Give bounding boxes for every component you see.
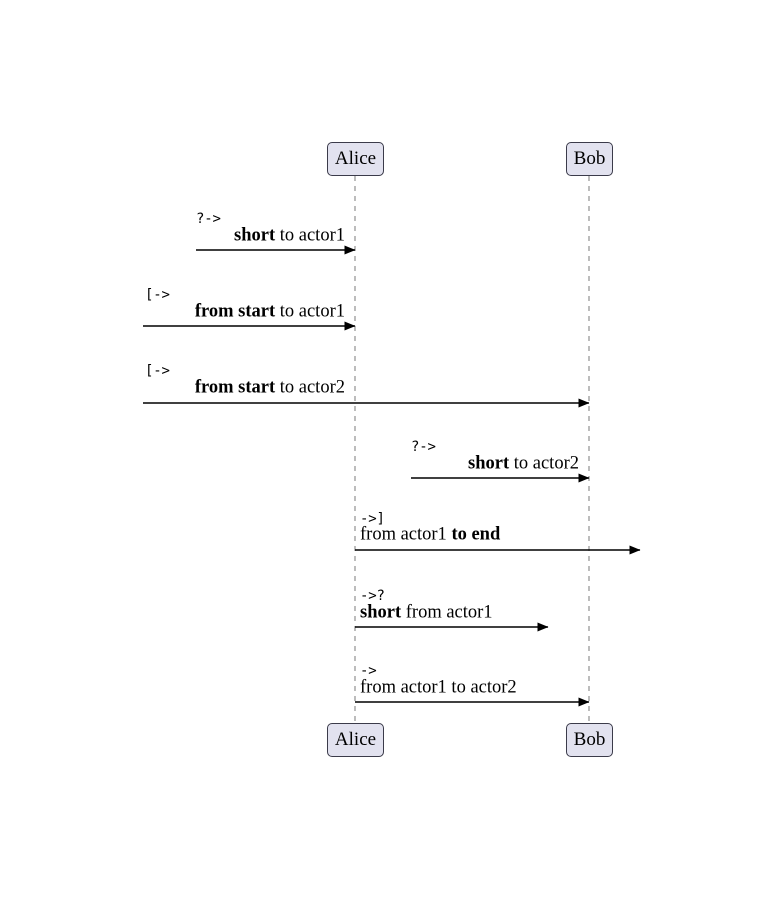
actor-foot-alice-label: Alice [334, 728, 377, 750]
actor-foot-bob[interactable]: Bob [566, 723, 613, 757]
message-label-3: short to actor2 [468, 453, 579, 474]
message-label-3-part-0: short [468, 453, 510, 474]
message-label-4-part-0: from actor1 [360, 524, 452, 545]
actor-head-alice[interactable]: Alice [327, 142, 384, 176]
message-label-0-part-1: to actor1 [275, 225, 345, 246]
message-label-5-part-1: from actor1 [401, 602, 493, 623]
message-arrowtag-4: ->] [360, 511, 385, 527]
message-arrowtag-5: ->? [360, 588, 385, 604]
actor-foot-alice[interactable]: Alice [327, 723, 384, 757]
message-label-1-part-1: to actor1 [275, 301, 345, 322]
message-label-5: short from actor1 [360, 602, 493, 623]
message-label-2: from start to actor2 [194, 377, 345, 398]
message-arrowtag-0: ?-> [196, 211, 221, 227]
message-arrows-group [143, 245, 641, 707]
message-label-4: from actor1 to end [360, 524, 501, 545]
message-label-1-part-0: from start [194, 301, 276, 322]
message-label-6: from actor1 to actor2 [360, 677, 517, 698]
message-label-1: from start to actor1 [194, 301, 345, 322]
actor-head-bob-label: Bob [573, 147, 606, 169]
message-arrowtag-2: [-> [145, 363, 170, 379]
message-label-6-part-0: from actor1 to actor2 [360, 677, 517, 698]
message-label-3-part-1: to actor2 [509, 453, 579, 474]
lifelines-group [354, 176, 590, 723]
message-label-0-part-0: short [234, 225, 276, 246]
message-arrowtag-1: [-> [145, 287, 170, 303]
message-arrowtag-6: -> [360, 663, 377, 679]
message-arrowtag-3: ?-> [411, 439, 436, 455]
actor-head-alice-label: Alice [334, 147, 377, 169]
actor-foot-bob-label: Bob [573, 728, 606, 750]
message-label-4-part-1: to end [451, 524, 501, 545]
message-label-2-part-1: to actor2 [275, 377, 345, 398]
message-label-5-part-0: short [360, 602, 402, 623]
actor-head-bob[interactable]: Bob [566, 142, 613, 176]
message-label-0: short to actor1 [234, 225, 345, 246]
message-label-2-part-0: from start [194, 377, 276, 398]
